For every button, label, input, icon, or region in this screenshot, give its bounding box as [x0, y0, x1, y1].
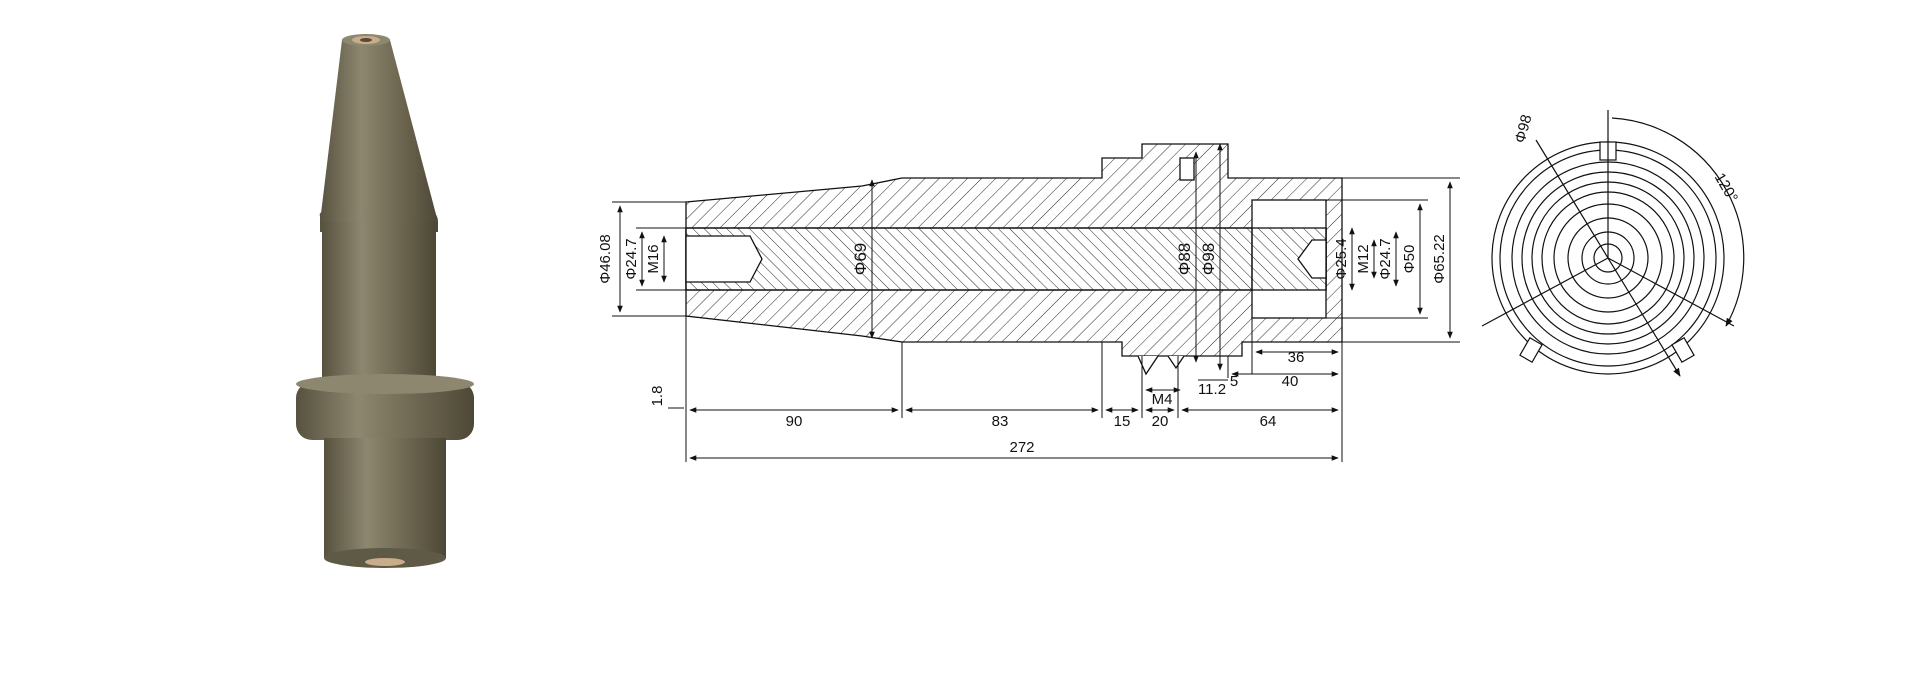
dim-label: Φ50: [1401, 245, 1418, 274]
dim-label: 15: [1114, 413, 1131, 430]
end-view: [1481, 110, 1745, 377]
dim-label: Φ24.7: [623, 238, 640, 279]
dim-label: 1.8: [649, 386, 666, 407]
dim-label: Φ69: [851, 243, 870, 275]
bushing-photo: [296, 34, 474, 568]
dim-label: 40: [1282, 373, 1299, 390]
dim-label: 83: [992, 413, 1009, 430]
dim-label: Φ65.22: [1431, 234, 1448, 284]
end-view-diameter: Φ98: [1512, 113, 1536, 145]
dimension-lines: [612, 143, 1460, 462]
dim-label: 64: [1260, 413, 1277, 430]
photo-cylinder: [322, 222, 436, 392]
photo-lower-cylinder: [324, 438, 446, 558]
dim-label: 90: [786, 413, 803, 430]
dimension-labels: Φ46.08 Φ24.7 M16 Φ69 Φ88 Φ98 Φ25.4 M12 Φ…: [597, 234, 1448, 456]
left-bore: [685, 235, 763, 283]
dim-label: 36: [1288, 349, 1305, 366]
photo-flange: [296, 382, 474, 440]
dim-label: Φ25.4: [1333, 238, 1350, 279]
dim-label: Φ88: [1175, 243, 1194, 275]
end-view-angle: 120°: [1711, 170, 1741, 205]
dim-label: M12: [1355, 244, 1372, 273]
dim-label: 272: [1009, 439, 1034, 456]
photo-cone: [320, 40, 438, 222]
end-view-labels: Φ98 120°: [1512, 113, 1741, 206]
dim-label: M16: [645, 244, 662, 273]
dim-label: Φ24.7: [1377, 238, 1394, 279]
photo-terminal-hole: [360, 38, 372, 42]
dim-label: Φ46.08: [597, 234, 614, 284]
dim-label: 11.2: [1198, 381, 1226, 398]
dim-label: 20: [1152, 413, 1169, 430]
dim-label: Φ98: [1199, 243, 1218, 275]
dim-label: 5: [1230, 373, 1238, 390]
section-drawing: [685, 143, 1343, 376]
dim-label: M4: [1152, 391, 1173, 408]
